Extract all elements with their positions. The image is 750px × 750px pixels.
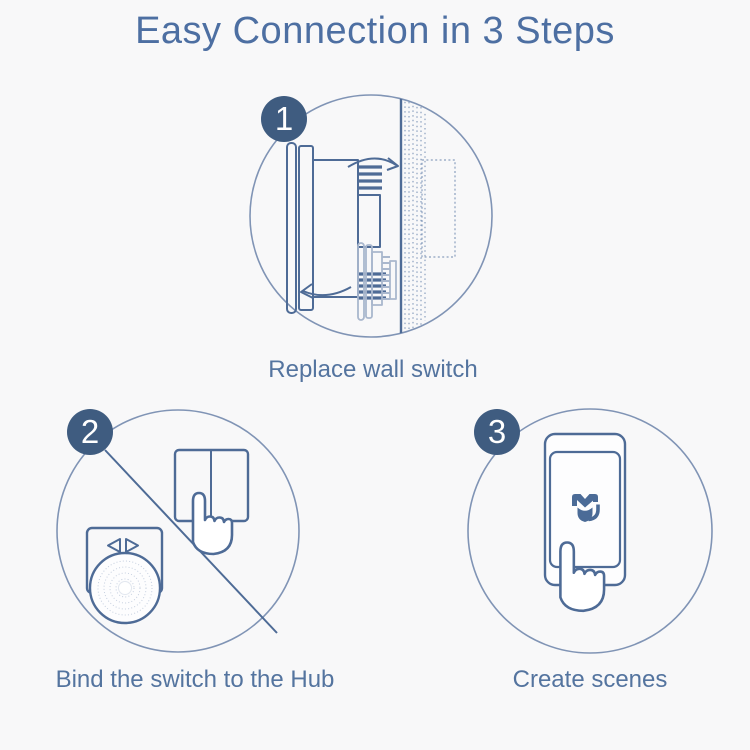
junction-box-outline: [421, 159, 456, 258]
hub-icon: [85, 526, 164, 625]
wall-surface: [399, 95, 456, 337]
step-badge: 3: [474, 409, 520, 455]
smartphone-icon: [543, 432, 627, 587]
step-3-circle: [467, 408, 713, 654]
pressing-hand-icon: [191, 491, 234, 556]
socket-slot-right-icon: [125, 538, 139, 553]
step-2-circle: [56, 409, 300, 653]
step-number: 1: [275, 100, 293, 137]
step-number: 2: [81, 413, 99, 450]
step-1-caption: Replace wall switch: [268, 356, 478, 383]
step-2-caption: Bind the switch to the Hub: [55, 666, 335, 693]
pressing-hand-icon: [559, 541, 606, 613]
remove-arrow-icon: [300, 283, 352, 299]
step-2-illustration: 2: [56, 409, 300, 653]
two-gang-switch-icon: [173, 448, 250, 523]
step-3-caption: Create scenes: [512, 666, 668, 693]
phone-screen: [548, 450, 622, 569]
page-title: Easy Connection in 3 Steps: [135, 10, 615, 52]
step-number: 3: [488, 413, 506, 450]
step-1-circle: [249, 94, 493, 338]
step-badge: 2: [67, 409, 113, 455]
step-1-illustration: 1: [249, 94, 493, 338]
mijia-logo-icon: [572, 494, 600, 522]
socket-slot-left-icon: [107, 538, 121, 553]
old-wall-switch-icon: [357, 242, 397, 321]
step-badge: 1: [261, 96, 307, 142]
diagonal-divider-line: [104, 449, 278, 634]
step-3-illustration: 3: [467, 408, 713, 654]
install-arrow-icon: [347, 157, 399, 171]
